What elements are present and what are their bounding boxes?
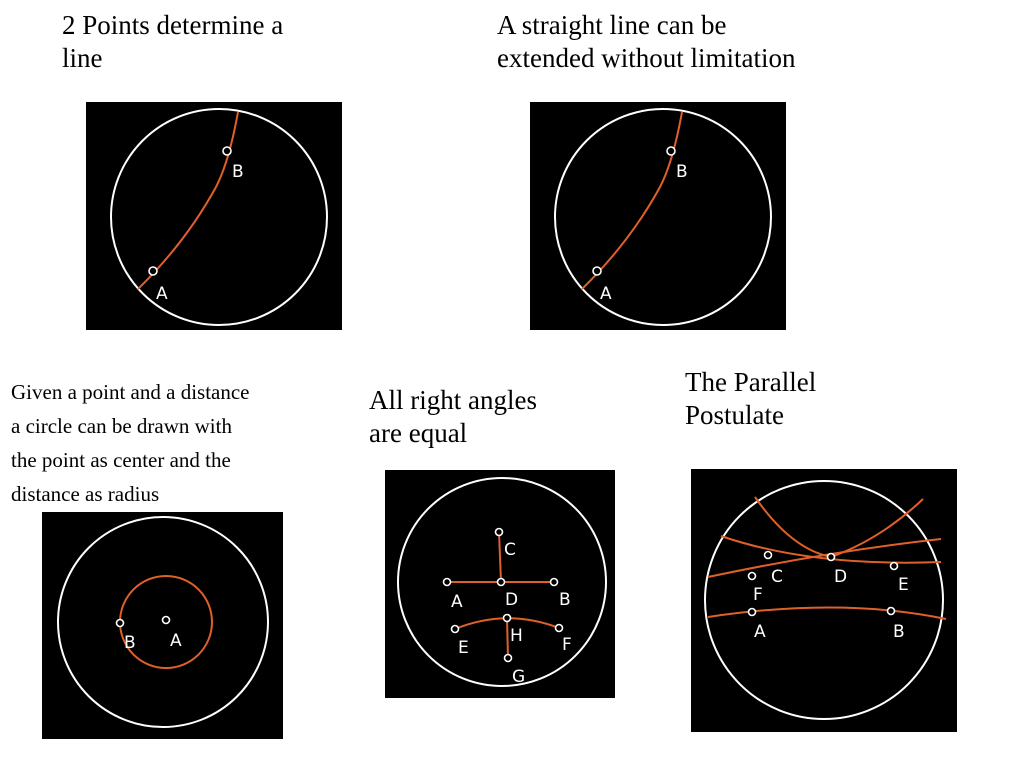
poincare-disk-boundary	[704, 480, 944, 720]
poincare-disk-boundary	[57, 516, 269, 728]
point-a	[148, 266, 158, 276]
point-g	[503, 653, 513, 663]
poincare-disk-boundary	[397, 477, 607, 687]
line-ab	[707, 606, 947, 620]
point-e	[889, 561, 899, 571]
point-f	[554, 623, 564, 633]
axiom-1-caption: 2 Points determine a line	[62, 10, 284, 73]
label-b: B	[893, 622, 905, 642]
point-b	[222, 146, 232, 156]
label-g: G	[512, 667, 525, 687]
axiom-3-caption: Given a point and a distance a circle ca…	[11, 380, 250, 507]
line-cd	[498, 531, 502, 583]
point-c	[763, 550, 773, 560]
axiom-2-caption: A straight line can be extended without …	[497, 10, 796, 73]
line-ab	[581, 111, 683, 290]
point-f	[747, 571, 757, 581]
line-hg	[506, 617, 509, 659]
line-ab	[137, 111, 239, 290]
label-e: E	[458, 638, 469, 658]
parallel-line-cd	[720, 535, 942, 564]
label-d: D	[505, 590, 518, 610]
point-d	[496, 577, 506, 587]
label-a: A	[754, 622, 766, 642]
point-h	[502, 613, 512, 623]
label-a: A	[451, 592, 463, 612]
axiom-1-diagram: B A	[86, 102, 342, 330]
label-c: C	[504, 540, 516, 560]
label-b: B	[232, 162, 244, 182]
point-e	[450, 624, 460, 634]
axiom-2-diagram: B A	[530, 102, 786, 330]
poincare-disk-boundary	[554, 108, 772, 326]
point-a	[592, 266, 602, 276]
axiom-4-diagram: C A D B E H F G	[385, 470, 615, 698]
label-b: B	[559, 590, 571, 610]
label-f: F	[562, 635, 572, 655]
label-a: A	[600, 284, 612, 304]
point-b	[886, 606, 896, 616]
axiom-4-caption: All right angles are equal	[369, 385, 537, 448]
point-a	[161, 615, 171, 625]
point-d	[826, 552, 836, 562]
label-b: B	[676, 162, 688, 182]
point-c	[494, 527, 504, 537]
poincare-disk-boundary	[110, 108, 328, 326]
label-a: A	[170, 631, 182, 651]
point-b	[549, 577, 559, 587]
point-b	[115, 618, 125, 628]
label-c: C	[771, 567, 783, 587]
axiom-5-caption: The Parallel Postulate	[685, 367, 817, 430]
label-h: H	[510, 626, 523, 646]
label-f: F	[753, 585, 763, 605]
axiom-5-diagram: C F D E A B	[691, 469, 957, 732]
label-e: E	[898, 575, 909, 595]
label-d: D	[834, 567, 847, 587]
point-b	[666, 146, 676, 156]
label-a: A	[156, 284, 168, 304]
axiom-3-diagram: A B	[42, 512, 283, 739]
point-a	[747, 607, 757, 617]
point-a	[442, 577, 452, 587]
label-b: B	[124, 633, 136, 653]
